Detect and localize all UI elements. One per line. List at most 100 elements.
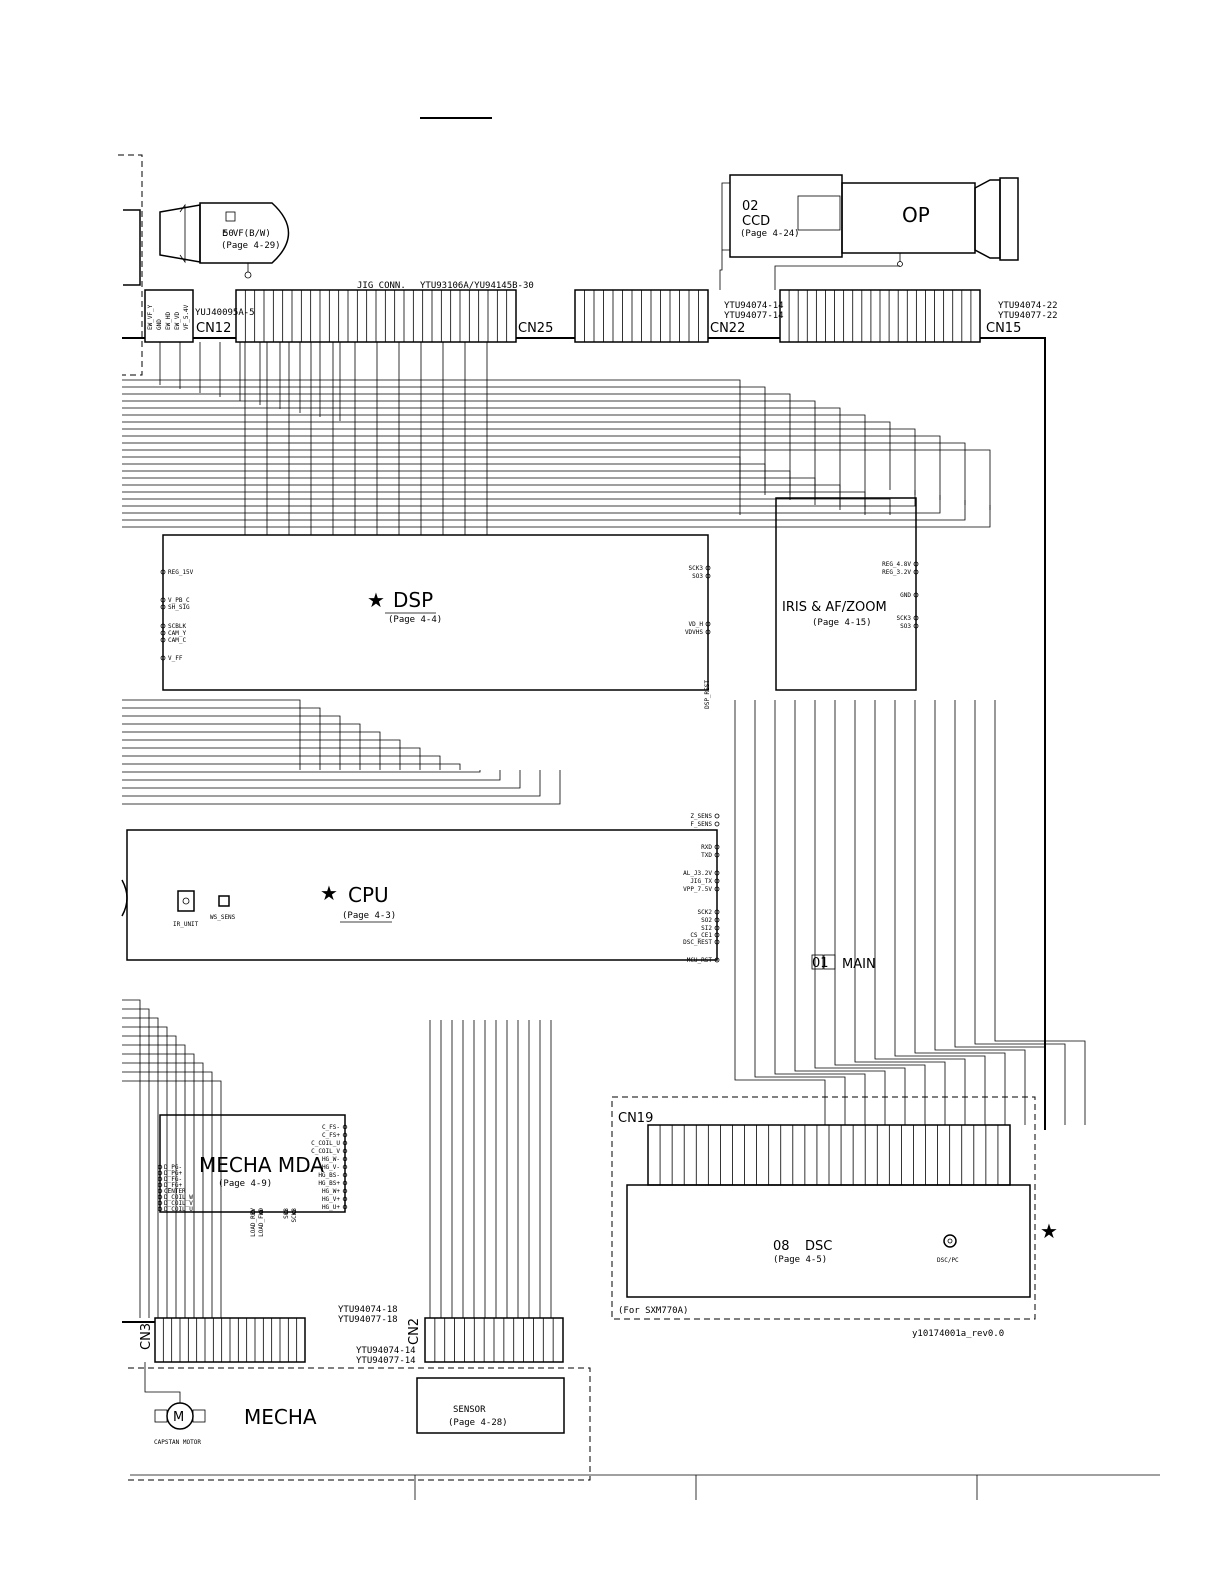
signal-wire — [122, 500, 966, 521]
mecha-right-pin-label: HG_V- — [322, 1164, 340, 1171]
pin-node — [342, 1156, 348, 1162]
mecha-right-pin-label: C_COIL_U — [311, 1140, 340, 1147]
pin-node — [157, 1206, 163, 1212]
iris-right-pin-label: SO3 — [900, 623, 911, 630]
pin-node — [342, 1172, 348, 1178]
mecha-left-pin-label: D_PG- — [164, 1164, 182, 1171]
sensor-name: SENSOR — [453, 1405, 486, 1415]
dsc-pc-jack — [943, 1234, 957, 1248]
mecha-left-pin-label: D_COIL_V — [164, 1200, 193, 1207]
mecha-right-pin-label: HG_W+ — [322, 1188, 340, 1195]
signal-wire — [122, 1062, 204, 1318]
mecha-right-pin-label: C_FS- — [322, 1124, 340, 1131]
pin-node — [705, 629, 711, 635]
pin-node — [160, 604, 166, 610]
cn12-strip — [144, 289, 194, 343]
cpu-name: CPU — [348, 883, 389, 907]
title-block — [130, 1474, 1160, 1500]
dsp-right-pin-label: SO3 — [692, 573, 703, 580]
op-name: OP — [902, 203, 930, 227]
signal-wire — [954, 700, 1046, 1125]
pin-node — [714, 957, 720, 963]
signal-wire — [122, 1008, 150, 1318]
main-board-label: 01 MAIN — [811, 954, 876, 972]
signal-wire — [122, 755, 441, 770]
cn12-pin-label: VF_5.4V — [183, 304, 190, 330]
cn2-part1: YTU94074-14 — [356, 1346, 416, 1356]
pin-node — [714, 870, 720, 876]
cpu-right-pin-label: RXD — [701, 844, 712, 851]
evf-name: E VF(B/W) — [222, 229, 271, 239]
signal-wire — [122, 770, 541, 797]
mecha-bottom-pin-label: SO3 — [283, 1208, 290, 1219]
ccd-page: (Page 4-24) — [740, 229, 800, 239]
cpu-right-pins: Z_SENSF_SENSRXDTXDAL_J3.2VJIG_TXVPP_7.5V… — [683, 813, 720, 964]
mecha-mda-name: MECHA MDA — [199, 1153, 324, 1177]
dsp-rest-pin: DSP_REST — [704, 680, 711, 709]
signal-wire — [914, 700, 1006, 1125]
dsp-right-pin-label: VDVHS — [685, 629, 703, 636]
connector-pin-ticks — [244, 290, 972, 342]
pin-node — [705, 573, 711, 579]
signal-wire — [122, 770, 561, 805]
pin-node — [342, 1140, 348, 1146]
signal-wire — [122, 463, 766, 490]
dsp-block: ★ DSP (Page 4-4) DSP_REST REG_15VV_PB_CS… — [160, 534, 711, 709]
pin-node — [714, 932, 720, 938]
dsp-name: DSP — [393, 588, 433, 612]
dsp-left-pin-label: CAM_C — [168, 637, 186, 644]
sensor-box — [416, 1377, 565, 1434]
mecha-left-pin-label: CENTER — [164, 1188, 186, 1195]
pin-node — [283, 1209, 289, 1215]
signal-wire — [122, 386, 766, 495]
top-connectors: YUJ40095A-5 CN12 JIG_CONN. YTU93106A/YU9… — [144, 281, 1058, 343]
cn12-pin-label: EW_VD — [174, 312, 181, 330]
signal-wire — [794, 700, 886, 1125]
dsc-badge: 08 — [773, 1239, 790, 1254]
pin-node — [160, 630, 166, 636]
pin-node — [913, 561, 919, 567]
signal-wire — [122, 442, 966, 505]
mecha-left-pin-label: D_FG+ — [164, 1182, 182, 1189]
cn15-part1: YTU94074-22 — [998, 301, 1058, 311]
pin-node — [157, 1182, 163, 1188]
cn3-part2: YTU94077-18 — [338, 1315, 398, 1325]
mecha-dashed-frame — [128, 1367, 591, 1481]
dsp-left-pin-label: CAM_Y — [168, 630, 186, 637]
dsp-left-pin-label: SCBLK — [168, 623, 186, 630]
signal-wire — [122, 495, 941, 514]
signal-wire — [122, 393, 791, 500]
signal-wire — [122, 1044, 186, 1318]
pin-node — [160, 623, 166, 629]
cn25-label: CN25 — [518, 321, 553, 336]
mecha-left-pin-label: D_COIL_U — [164, 1206, 193, 1213]
pin-node — [160, 597, 166, 603]
dsc-page: (Page 4-5) — [773, 1255, 827, 1265]
iris-box — [775, 497, 917, 691]
pin-node — [250, 1209, 256, 1215]
dsc-note: (For SXM770A) — [618, 1306, 688, 1316]
cpu-right-pin-label: MCU_RST — [687, 957, 713, 964]
pin-node — [714, 878, 720, 884]
cn3-part1: YTU94074-18 — [338, 1305, 398, 1315]
pin-node — [714, 917, 720, 923]
mecha-right-pin-label: C_COIL_V — [311, 1148, 340, 1155]
cn12-pin-label: EW_HD — [165, 312, 172, 330]
signal-wire — [854, 700, 946, 1125]
ccd-sensor-chip — [797, 195, 841, 231]
ir-unit-label: IR_UNIT — [173, 921, 199, 928]
signal-wire — [874, 700, 966, 1125]
signal-wire — [122, 747, 421, 770]
signal-wire — [122, 1026, 168, 1318]
signal-wire — [122, 379, 741, 490]
iris-right-pin-label: REG_3.2V — [882, 569, 911, 576]
cn2-label: CN2 — [407, 1318, 422, 1345]
iris-right-pin-label: SCK3 — [897, 615, 912, 622]
cpu-right-pin-label: SO2 — [701, 917, 712, 924]
cn12-part: YUJ40095A-5 — [195, 308, 255, 318]
pin-node — [342, 1124, 348, 1130]
signal-wire — [122, 999, 141, 1318]
cn22-part2: YTU94077-14 — [724, 311, 784, 321]
mecha-left-pins: D_PG-D_PG+D_FG-D_FG+CENTERD_COIL_WD_COIL… — [157, 1164, 193, 1213]
signal-wire — [122, 428, 916, 495]
